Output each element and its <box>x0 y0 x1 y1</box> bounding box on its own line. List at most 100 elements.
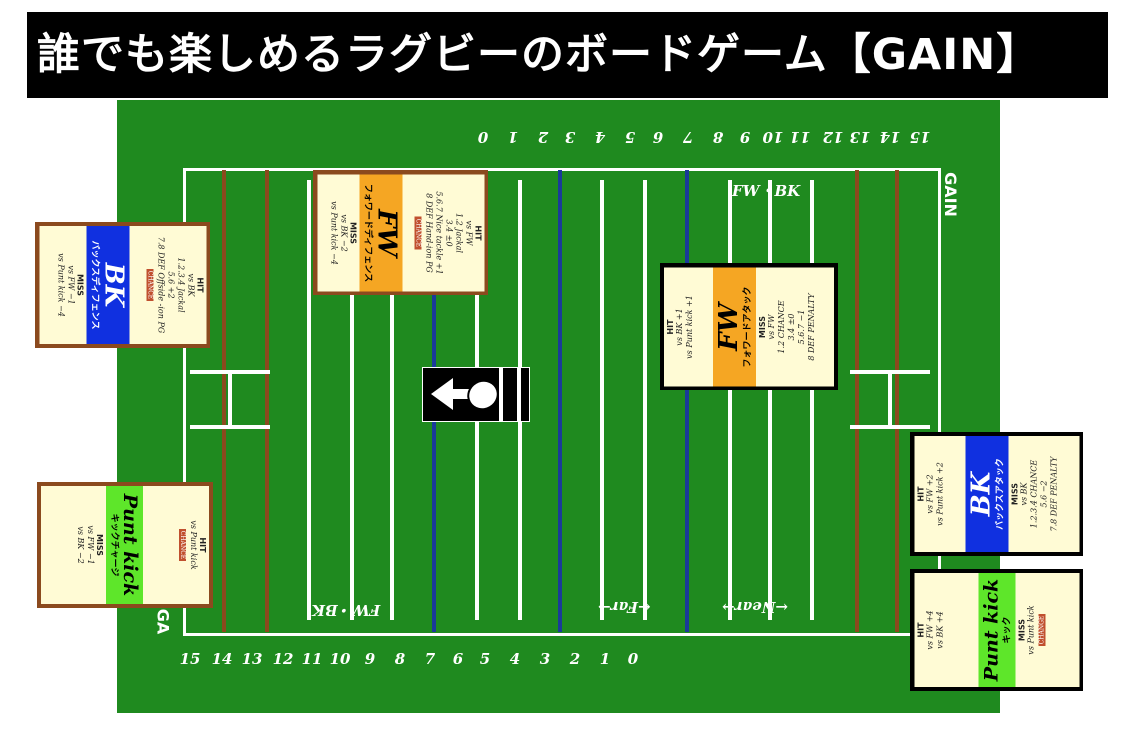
yard-number: 6 <box>452 650 464 668</box>
miss-label: MISS <box>95 533 105 557</box>
field-line <box>350 180 354 620</box>
hit-label: HIT <box>473 224 482 241</box>
yard-number: 7 <box>682 128 694 146</box>
hit-label: HIT <box>916 486 925 502</box>
miss-label: MISS <box>757 315 767 338</box>
yard-number: 10 <box>329 650 351 668</box>
page-title: 誰でも楽しめるラグビーのボードゲーム【GAIN】 <box>27 12 1108 98</box>
yard-number: 4 <box>509 650 521 668</box>
tag-row: CHANCE <box>178 490 188 600</box>
goal-post-right <box>888 370 892 429</box>
yard-number: 9 <box>739 128 751 146</box>
yard-number: 15 <box>179 650 201 668</box>
change-tag: CHANGE <box>1038 613 1045 647</box>
gain-logo: GAIN <box>940 172 960 217</box>
yard-number: 0 <box>477 128 489 146</box>
yard-number: 8 <box>712 128 724 146</box>
field-line <box>768 180 772 620</box>
near-label: ←Near→ <box>722 598 789 616</box>
yard-number: 9 <box>364 650 376 668</box>
hit-line: vs BK +4 <box>935 611 944 649</box>
miss-line: vs Punt kick −4 <box>56 253 65 317</box>
miss-line: vs BK <box>1019 482 1028 506</box>
yard-number: 1 <box>599 650 611 668</box>
yard-number: 4 <box>594 128 606 146</box>
card-title: Punt kick <box>980 578 1002 682</box>
miss-line: 1.2.3.4 CHANCE <box>1029 459 1038 529</box>
brown-line <box>222 170 226 632</box>
miss-line: vs BK −2 <box>339 213 348 252</box>
field-line <box>810 180 814 620</box>
miss-line: 5.6 −2 <box>1039 480 1048 508</box>
field-line <box>643 180 647 620</box>
hit-line: vs BK <box>186 273 195 297</box>
rugby-ball-icon <box>461 374 505 416</box>
miss-line: vs Punt kick <box>1026 605 1035 655</box>
card-subtitle: バックスディフェンス <box>89 240 99 330</box>
hit-line: vs Punt kick +2 <box>935 462 944 526</box>
field-line <box>307 180 311 620</box>
field-line <box>728 180 732 620</box>
card-subtitle: バックスアタック <box>995 458 1005 530</box>
hit-line: vs FW +4 <box>925 610 934 650</box>
yard-number: 13 <box>241 650 263 668</box>
miss-label: MISS <box>75 273 84 297</box>
yard-number: 14 <box>879 128 901 146</box>
yard-number: 8 <box>394 650 406 668</box>
card-title: FW <box>371 208 401 257</box>
yard-number: 11 <box>789 128 811 146</box>
yard-number: 2 <box>569 650 581 668</box>
brown-line <box>855 170 859 632</box>
miss-line: vs BK −2 <box>76 526 86 564</box>
hit-line: vs BK +1 <box>675 307 684 346</box>
blue-line <box>685 170 689 632</box>
yard-number: 3 <box>564 128 576 146</box>
fw-bk-label: FW・BK <box>312 601 381 619</box>
field-line <box>390 180 394 620</box>
chance-tag: CHANCE <box>414 216 421 249</box>
yard-number: 3 <box>539 650 551 668</box>
gain-logo: GA <box>153 608 173 635</box>
tag-row: CHANCE <box>145 230 155 340</box>
hit-label: HIT <box>916 622 925 638</box>
blue-line <box>558 170 562 632</box>
yard-number: 10 <box>762 128 784 146</box>
miss-line: 8 DEF PENALTY <box>806 292 816 361</box>
yard-number: 11 <box>301 650 323 668</box>
brown-line <box>895 170 899 632</box>
yard-number: 7 <box>424 650 436 668</box>
miss-label: MISS <box>1017 618 1026 642</box>
miss-line: 7.8 DEF PENALTY <box>1049 456 1058 532</box>
yard-number: 12 <box>272 650 294 668</box>
yard-number: 6 <box>652 128 664 146</box>
card-subtitle: キックチャージ <box>109 513 120 577</box>
hit-label: HIT <box>198 537 207 553</box>
hit-line: 1.2 Jackal <box>454 212 463 253</box>
card-subtitle: フォワードディフェンス <box>362 183 372 282</box>
yard-number: 13 <box>849 128 871 146</box>
ball-marker[interactable] <box>422 367 530 422</box>
tag-row: CHANGE <box>1036 577 1046 683</box>
miss-label: MISS <box>1010 482 1019 506</box>
yard-number: 5 <box>479 650 491 668</box>
